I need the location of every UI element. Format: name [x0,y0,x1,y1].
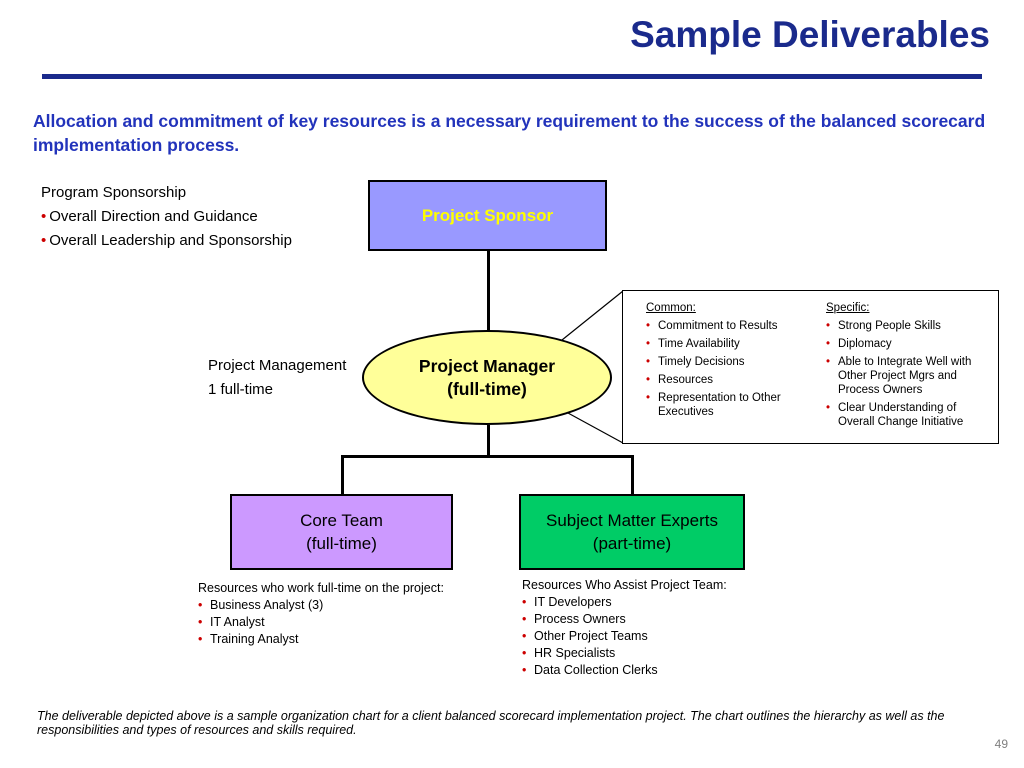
pm-notes-line: 1 full-time [208,381,274,398]
list-item: Timely Decisions [646,355,806,369]
specific-skills: Specific: Strong People Skills Diplomacy… [826,301,986,433]
list-item: Resources [646,373,806,387]
list-item: Commitment to Results [646,319,806,333]
list-item: Strong People Skills [826,319,986,333]
subject-matter-experts-box: Subject Matter Experts (part-time) [519,494,745,570]
sme-resources-heading: Resources Who Assist Project Team: [522,578,727,592]
list-item: IT Analyst [198,614,444,631]
page-title: Sample Deliverables [630,14,990,55]
sme-label: Subject Matter Experts [546,511,718,530]
subtitle: Allocation and commitment of key resourc… [33,111,986,155]
core-team-resources: Resources who work full-time on the proj… [198,580,444,648]
sme-resources: Resources Who Assist Project Team: IT De… [522,577,727,679]
project-sponsor-box: Project Sponsor [368,180,607,251]
page-number: 49 [994,737,1008,751]
list-item: Process Owners [522,611,727,628]
project-manager-node: Project Manager (full-time) [362,330,612,425]
pm-notes-line: Project Management [208,357,347,374]
list-item: Business Analyst (3) [198,597,444,614]
skills-callout: Common: Commitment to Results Time Avail… [622,290,999,444]
sme-sublabel: (part-time) [592,534,672,553]
list-item: Training Analyst [198,631,444,648]
callout-line-bottom [567,412,624,444]
list-item: Time Availability [646,337,806,351]
sponsor-notes-heading: Program Sponsorship [41,184,187,201]
sponsor-notes-item: •Overall Direction and Guidance [41,208,258,225]
core-resources-heading: Resources who work full-time on the proj… [198,581,444,595]
common-skills: Common: Commitment to Results Time Avail… [646,301,806,423]
connector-sponsor-pm [487,251,490,331]
pm-notes: Project Management 1 full-time [208,354,346,402]
core-team-sublabel: (full-time) [306,534,377,553]
list-item: Representation to Other Executives [646,391,806,419]
list-item: Clear Understanding of Overall Change In… [826,401,986,429]
common-skills-heading: Common: [646,302,696,314]
list-item: Able to Integrate Well with Other Projec… [826,355,986,397]
footnote: The deliverable depicted above is a samp… [37,709,945,737]
list-item: HR Specialists [522,645,727,662]
connector-horizontal [341,455,634,458]
sponsor-notes: Program Sponsorship •Overall Direction a… [41,181,292,253]
project-manager-sublabel: (full-time) [447,378,527,399]
project-sponsor-label: Project Sponsor [421,205,554,225]
list-item: Other Project Teams [522,628,727,645]
core-team-label: Core Team [300,511,383,530]
project-manager-label: Project Manager [418,355,556,376]
list-item: Diplomacy [826,337,986,351]
callout-line-top [561,290,624,341]
connector-pm-down [487,425,490,456]
connector-sme [631,455,634,495]
sponsor-notes-item: •Overall Leadership and Sponsorship [41,232,292,249]
core-team-box: Core Team (full-time) [230,494,453,570]
title-rule [42,74,982,79]
list-item: IT Developers [522,594,727,611]
list-item: Data Collection Clerks [522,662,727,679]
specific-skills-heading: Specific: [826,302,870,314]
connector-core [341,455,344,495]
